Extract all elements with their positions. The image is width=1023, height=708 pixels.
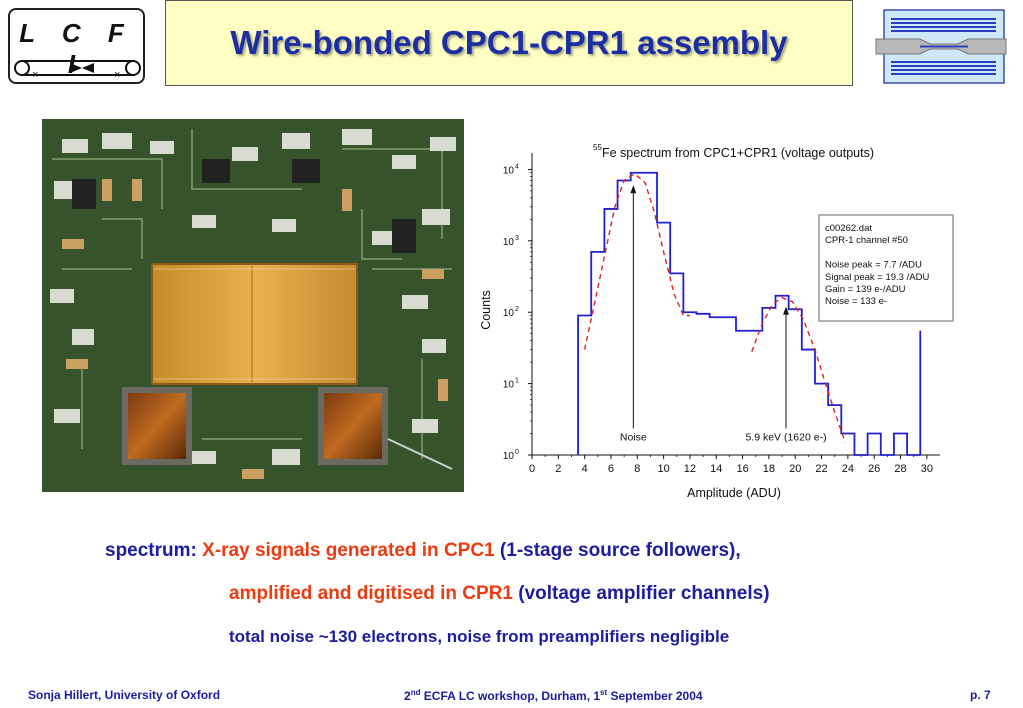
x-tick-label: 22 [815,463,827,475]
footer-event-sup2: st [600,688,608,697]
annotation-arrowhead [630,185,637,194]
y-tick-label: 10 [503,451,515,462]
footer-page-number: p. 7 [970,688,991,702]
x-tick-label: 6 [608,463,614,475]
text-line-2: amplified and digitised in CPR1 (voltage… [229,583,770,605]
annotation-label: 5.9 keV (1620 e-) [745,431,826,443]
x-tick-label: 0 [529,463,535,475]
x-tick-label: 20 [789,463,801,475]
y-tick-exponent: 3 [515,235,519,242]
x-tick-label: 8 [634,463,640,475]
svg-text:×: × [114,69,120,80]
footer-event-part2: ECFA LC workshop, Durham, 1 [420,689,601,703]
x-tick-label: 14 [710,463,722,475]
x-tick-label: 28 [894,463,906,475]
y-tick-exponent: 2 [515,306,519,313]
y-tick-label: 10 [503,237,515,248]
sensor-stack-icon [875,9,1007,84]
y-tick-label: 10 [503,308,515,319]
info-box-line: Gain = 139 e-/ADU [825,284,906,295]
x-tick-label: 16 [736,463,748,475]
gaussian-fit-series-2 [751,296,846,443]
footer-event-sup1: nd [410,688,421,697]
info-box-line: Signal peak = 19.3 /ADU [825,272,929,283]
info-box-line: CPR-1 channel #50 [825,235,908,246]
footer-event-part1: 2 [404,689,411,703]
x-tick-label: 2 [555,463,561,475]
svg-text:×: × [32,69,38,80]
text-line-1: spectrum: X-ray signals generated in CPC… [105,540,741,562]
footer-event-part3: September 2004 [607,689,703,703]
y-tick-label: 10 [503,380,515,391]
chart-x-label: Amplitude (ADU) [687,486,781,500]
chart-title: Fe spectrum from CPC1+CPR1 (voltage outp… [602,146,874,160]
gaussian-fit-series-1 [583,172,690,350]
histogram-series [577,171,921,456]
y-tick-label: 10 [503,165,515,176]
text-line-3: total noise ~130 electrons, noise from p… [229,627,730,646]
x-tick-label: 4 [582,463,588,475]
line1-prefix: spectrum: [105,540,203,561]
chart-title-isotope: 55 [593,143,602,152]
info-box-line: Noise peak = 7.7 /ADU [825,260,922,271]
line1-highlight: X-ray signals generated in CPC1 [202,540,495,561]
y-tick-exponent: 4 [515,163,519,170]
x-tick-label: 18 [763,463,775,475]
annotation-arrowhead [783,306,790,315]
x-tick-label: 24 [842,463,854,475]
x-tick-label: 10 [657,463,669,475]
line2-suffix: (voltage amplifier channels) [512,583,770,604]
y-tick-exponent: 0 [515,449,519,456]
assembly-photo [42,119,464,492]
line2-highlight: amplified and digitised in CPR1 [229,583,513,604]
footer-author: Sonja Hillert, University of Oxford [28,688,221,702]
logo-wire-icon: × × [14,60,141,80]
info-box-line: Noise = 133 e- [825,296,887,307]
footer-event: 2nd ECFA LC workshop, Durham, 1st Septem… [404,688,703,703]
chart-y-label: Counts [479,290,493,330]
annotation-label: Noise [620,431,647,443]
x-tick-label: 30 [921,463,933,475]
lcfi-logo: L C F I × × [8,8,145,84]
info-box-line: c00262.dat [825,223,872,234]
title-box: Wire-bonded CPC1-CPR1 assembly [165,0,853,86]
x-tick-label: 26 [868,463,880,475]
x-tick-label: 12 [684,463,696,475]
line1-suffix: (1-stage source followers), [494,540,741,561]
y-tick-exponent: 1 [515,378,519,385]
page-title: Wire-bonded CPC1-CPR1 assembly [230,24,788,61]
